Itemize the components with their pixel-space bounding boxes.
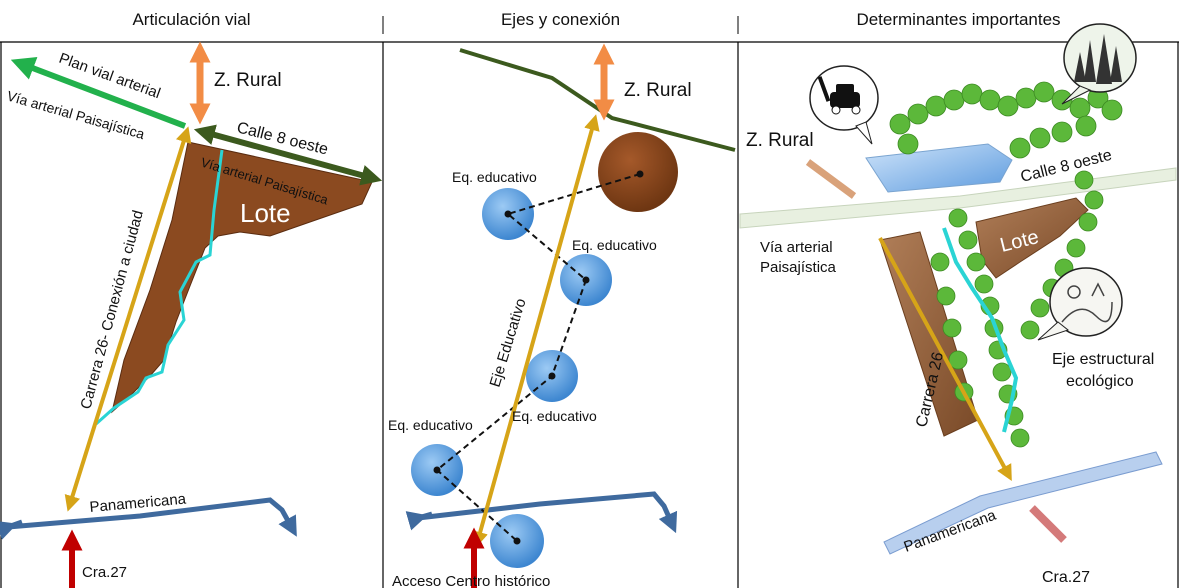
- panel-title-3: Determinantes importantes: [856, 10, 1061, 29]
- eje-educativo-arrow: [472, 114, 600, 548]
- header-ejes: Ejes y conexión: [383, 0, 738, 40]
- carrera26-arrow-1: [64, 126, 192, 512]
- panel-title-1: Articulación vial: [132, 10, 251, 29]
- header-determinantes: Determinantes importantes: [738, 0, 1179, 40]
- label-eq-3: Eq. educativo: [512, 408, 597, 424]
- trees-top: [889, 81, 1123, 159]
- panel-title-2: Ejes y conexión: [500, 10, 621, 29]
- label-via-arterial-1: Vía arterial Paisajística: [5, 88, 146, 143]
- label-eq-4: Eq. educativo: [388, 417, 473, 433]
- plan-vial-arrow: [10, 57, 187, 129]
- callout-forest: [1061, 23, 1137, 105]
- panel-determinantes: Z. Rural Calle 8 oeste Vía arterial Pais…: [739, 23, 1177, 586]
- panamericana-road-3: [883, 451, 1163, 555]
- label-eje-3b: ecológico: [1066, 373, 1134, 390]
- label-via-3b: Paisajística: [760, 259, 837, 276]
- calle8-arrow-1: [193, 124, 383, 186]
- label-eje-3a: Eje estructural: [1052, 351, 1154, 368]
- eco-river: [942, 227, 1019, 433]
- water-pool-shape: [865, 143, 1013, 193]
- landscape-icon: [1061, 282, 1113, 323]
- calle8-road-2: [459, 48, 736, 152]
- label-z-rural-1: Z. Rural: [214, 70, 282, 91]
- forest-icon: [1074, 34, 1122, 84]
- car-wrench-icon: [817, 76, 861, 115]
- label-eq-2: Eq. educativo: [572, 237, 657, 253]
- callout-river: [1037, 267, 1123, 341]
- panamericana-tail-2: [405, 511, 433, 531]
- panamericana-tail-1: [0, 519, 23, 540]
- label-cra27-3: Cra.27: [1042, 569, 1090, 586]
- lote-shape: [111, 141, 373, 414]
- panamericana-arrow-1: [7, 497, 297, 537]
- label-z-rural-3: Z. Rural: [746, 130, 814, 151]
- panel-articulacion-vial: Plan vial arterial Vía arterial Paisajís…: [0, 41, 383, 588]
- panamericana-arrow-2: [417, 491, 678, 534]
- label-eq-1: Eq. educativo: [452, 169, 537, 185]
- calle8-road-3: [739, 167, 1177, 229]
- label-z-rural-2: Z. Rural: [624, 80, 692, 101]
- carrera26-arrow-3: [878, 237, 1012, 482]
- label-cra27-1: Cra.27: [82, 564, 127, 581]
- trees-triangle: [930, 170, 1104, 448]
- z-rural-arrow-3: [805, 159, 857, 199]
- header-articulacion: Articulación vial: [0, 0, 383, 40]
- label-via-3a: Vía arterial: [760, 239, 833, 256]
- panel-ejes-conexion: Z. Rural Eq. educativo Eq. educativo Eq.…: [388, 43, 736, 588]
- label-lote-1: Lote: [240, 198, 291, 228]
- cra27-arrow-3: [1029, 505, 1067, 543]
- label-acceso: Acceso Centro histórico: [392, 573, 550, 588]
